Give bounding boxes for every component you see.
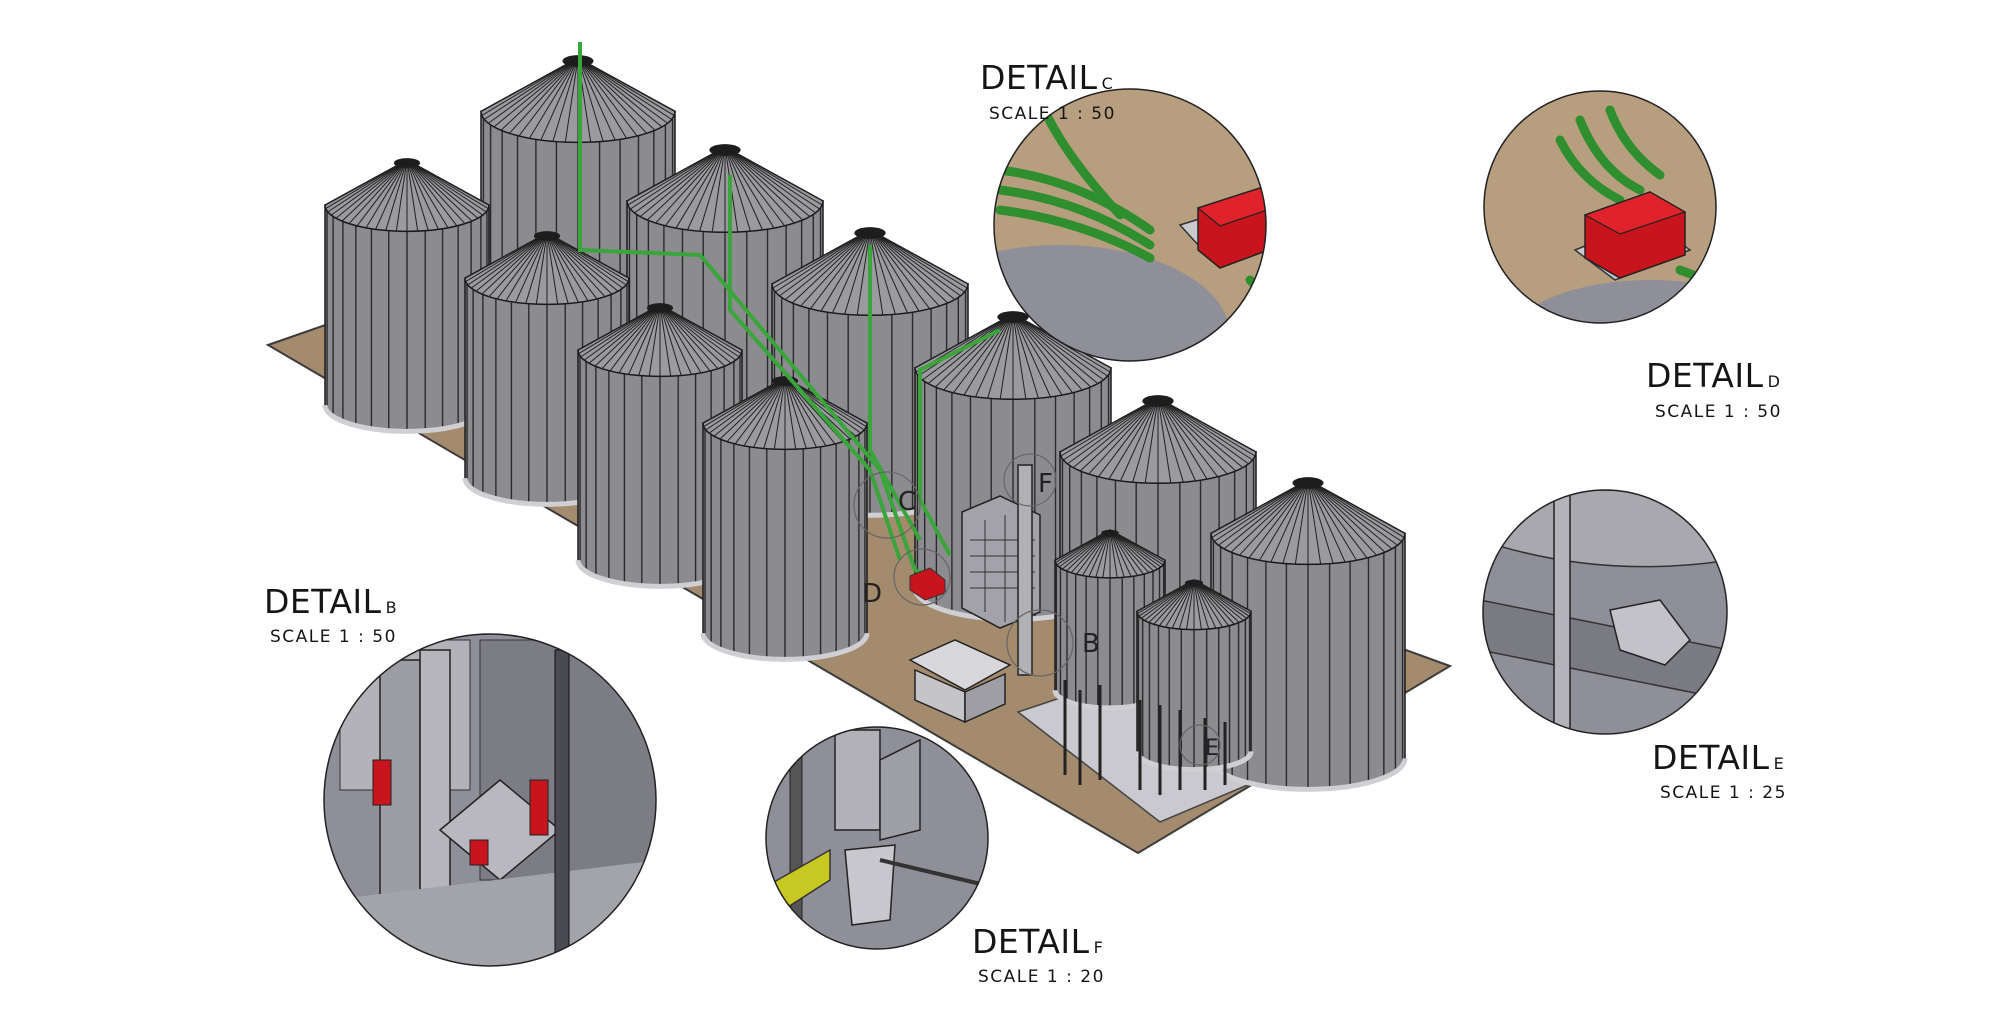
silo-12 xyxy=(1134,579,1254,773)
detail-c-scale: SCALE 1 : 50 xyxy=(989,104,1116,124)
detail-c-letter: C xyxy=(1101,74,1114,93)
callout-circle-d xyxy=(893,548,951,606)
bucket-elevator xyxy=(1017,464,1033,676)
control-shed-roof xyxy=(908,639,1012,691)
detail-b-frame xyxy=(323,633,657,967)
callout-label-c: C xyxy=(898,487,916,517)
green-pipe-branch-2 xyxy=(868,245,922,541)
detail-d-frame xyxy=(1483,90,1717,324)
silo-8 xyxy=(700,376,870,662)
detail-e-frame xyxy=(1482,489,1728,735)
detail-b-view xyxy=(324,634,656,966)
callout-label-e: E xyxy=(1205,736,1219,761)
callout-label-d: D xyxy=(862,579,882,609)
callout-circle-e xyxy=(1179,724,1221,766)
callout-circle-c xyxy=(853,471,921,539)
hopper-silo-legs xyxy=(1063,680,1227,795)
detail-f-frame xyxy=(765,726,989,950)
callout-circle-f xyxy=(1003,453,1057,507)
silo-10 xyxy=(1208,477,1408,792)
process-equipment: C D B F E xyxy=(578,42,1227,795)
detail-d-word: DETAIL xyxy=(1646,356,1764,395)
detail-d-letter: D xyxy=(1767,372,1781,391)
callout-circle-b xyxy=(1006,609,1074,677)
detail-c-word: DETAIL xyxy=(980,58,1098,97)
green-pipe-branch xyxy=(728,175,902,561)
detail-f-word: DETAIL xyxy=(972,922,1090,961)
green-pipe-branch-3 xyxy=(918,328,1001,556)
silo-4 xyxy=(462,231,632,507)
callout-label-b: B xyxy=(1082,629,1100,659)
detail-b-word: DETAIL xyxy=(264,582,382,621)
detail-f-letter: F xyxy=(1093,938,1104,957)
detail-d-scale: SCALE 1 : 50 xyxy=(1655,402,1782,422)
detail-e-view xyxy=(1483,490,1727,734)
silo-group xyxy=(322,55,1408,792)
detail-e-scale: SCALE 1 : 25 xyxy=(1660,783,1787,803)
control-shed-side xyxy=(964,672,1006,724)
detail-f-view xyxy=(766,727,988,949)
callout-label-f: F xyxy=(1038,469,1053,499)
green-pipe-main xyxy=(578,42,936,580)
detail-b-letter: B xyxy=(385,598,398,617)
detail-e-word: DETAIL xyxy=(1652,738,1770,777)
detail-d-view xyxy=(1484,91,1716,323)
detail-c-frame xyxy=(993,88,1267,362)
detail-c-view xyxy=(994,89,1266,361)
detail-f-scale: SCALE 1 : 20 xyxy=(978,967,1105,987)
detail-e-letter: E xyxy=(1773,754,1785,773)
silo-2 xyxy=(322,158,492,434)
detail-b-scale: SCALE 1 : 50 xyxy=(270,627,397,647)
